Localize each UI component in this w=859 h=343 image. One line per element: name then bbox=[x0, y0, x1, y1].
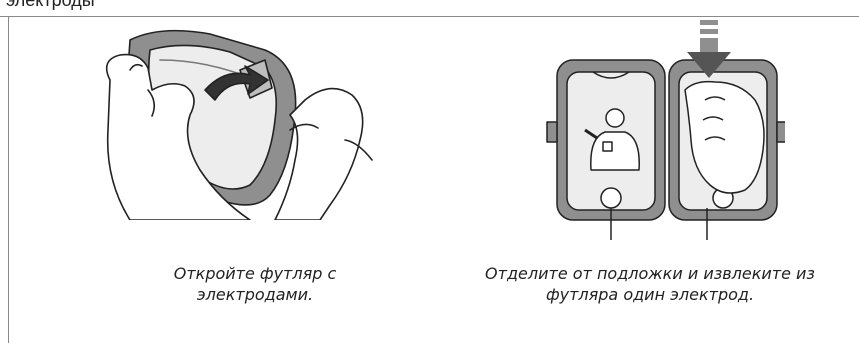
open-case-illustration bbox=[90, 20, 390, 220]
step-2-caption: Отделите от подложки и извлеките из футл… bbox=[445, 263, 855, 305]
step-1-caption-line-1: Откройте футляр с bbox=[155, 263, 355, 284]
step-1-caption-line-2: электродами. bbox=[155, 284, 355, 305]
open-case-electrode-image bbox=[545, 20, 785, 240]
remove-electrode-illustration bbox=[545, 20, 785, 240]
step-2-caption-line-2: футляра один электрод. bbox=[445, 284, 855, 305]
step-1-caption: Откройте футляр с электродами. bbox=[155, 263, 355, 305]
hands-opening-case-image bbox=[90, 20, 390, 220]
frame-left-rule bbox=[8, 16, 9, 343]
frame-top-rule bbox=[0, 16, 859, 17]
step-2-caption-line-1: Отделите от подложки и извлеките из bbox=[445, 263, 855, 284]
cut-off-heading: электроды bbox=[6, 0, 95, 9]
